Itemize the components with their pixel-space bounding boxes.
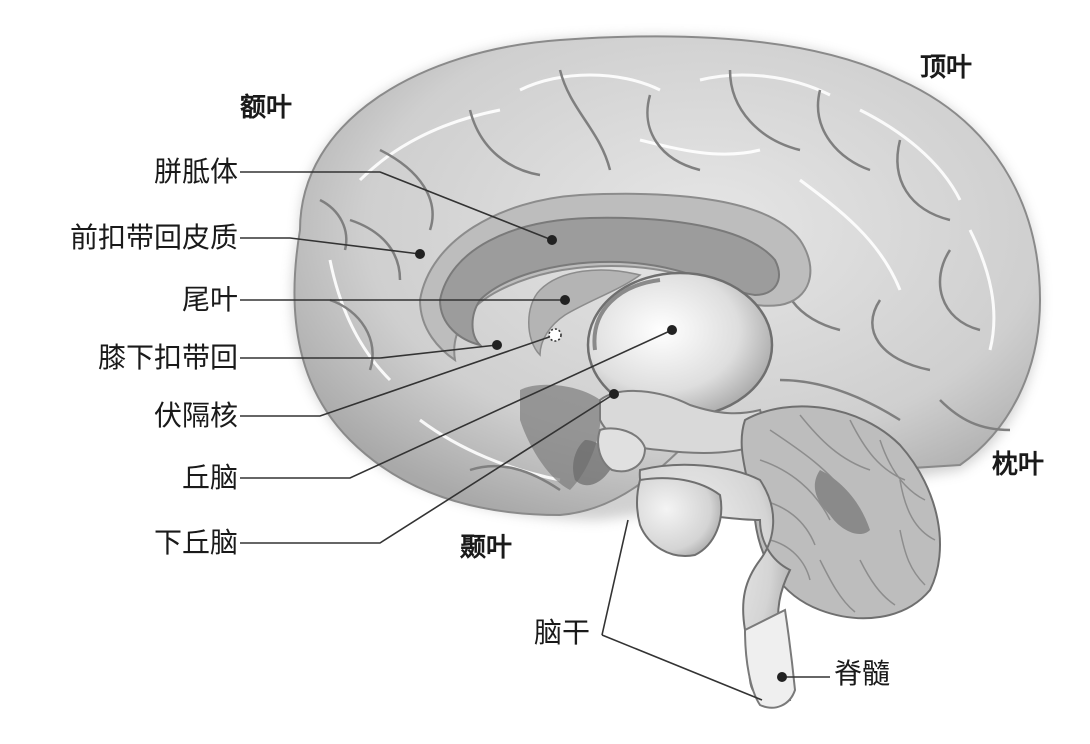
leader-accumbens (240, 334, 556, 417)
label-frontal-lobe: 额叶 (240, 93, 293, 123)
fornix-arc (592, 278, 661, 351)
label-subgenual-cingulate: 膝下扣带回 (97, 341, 238, 374)
dot-caudate (560, 295, 570, 305)
dot-anterior-cingulate (415, 249, 425, 259)
arbor-vitae (814, 470, 870, 535)
label-occipital-lobe: 枕叶 (992, 450, 1045, 480)
caudate-shading (528, 269, 642, 357)
dot-accumbens (548, 328, 562, 342)
leader-subgenual (240, 344, 498, 359)
pons-shape (636, 477, 723, 557)
label-caudate: 尾叶 (181, 283, 238, 316)
label-spinal-cord: 脊髓 (834, 657, 891, 690)
leader-thalamus (240, 329, 673, 479)
dot-hypothalamus (609, 389, 619, 399)
leader-lines (240, 171, 830, 701)
spinal-cord-shape (743, 608, 797, 709)
leader-hypothalamus (240, 393, 615, 544)
label-nucleus-accumbens: 伏隔核 (153, 399, 238, 432)
gyri-highlights (328, 73, 996, 482)
dot-thalamus (667, 325, 677, 335)
leader-brainstem-a (601, 519, 629, 636)
label-corpus-callosum: 胼胝体 (153, 155, 238, 188)
label-anterior-cingulate: 前扣带回皮质 (69, 221, 238, 254)
dot-spinal-cord (777, 672, 787, 682)
callout-dots (415, 235, 787, 682)
dot-subgenual (492, 340, 502, 350)
label-thalamus: 丘脑 (181, 461, 238, 494)
label-parietal-lobe: 顶叶 (920, 53, 973, 83)
leader-corpus-callosum (240, 171, 553, 241)
pituitary-shape (597, 427, 647, 473)
label-temporal-lobe: 颞叶 (460, 533, 513, 563)
leader-brainstem-b (601, 634, 763, 701)
dot-corpus-callosum (547, 235, 557, 245)
label-hypothalamus: 下丘脑 (153, 526, 238, 559)
leader-anterior-cingulate (240, 237, 421, 255)
label-brainstem: 脑干 (534, 616, 591, 649)
